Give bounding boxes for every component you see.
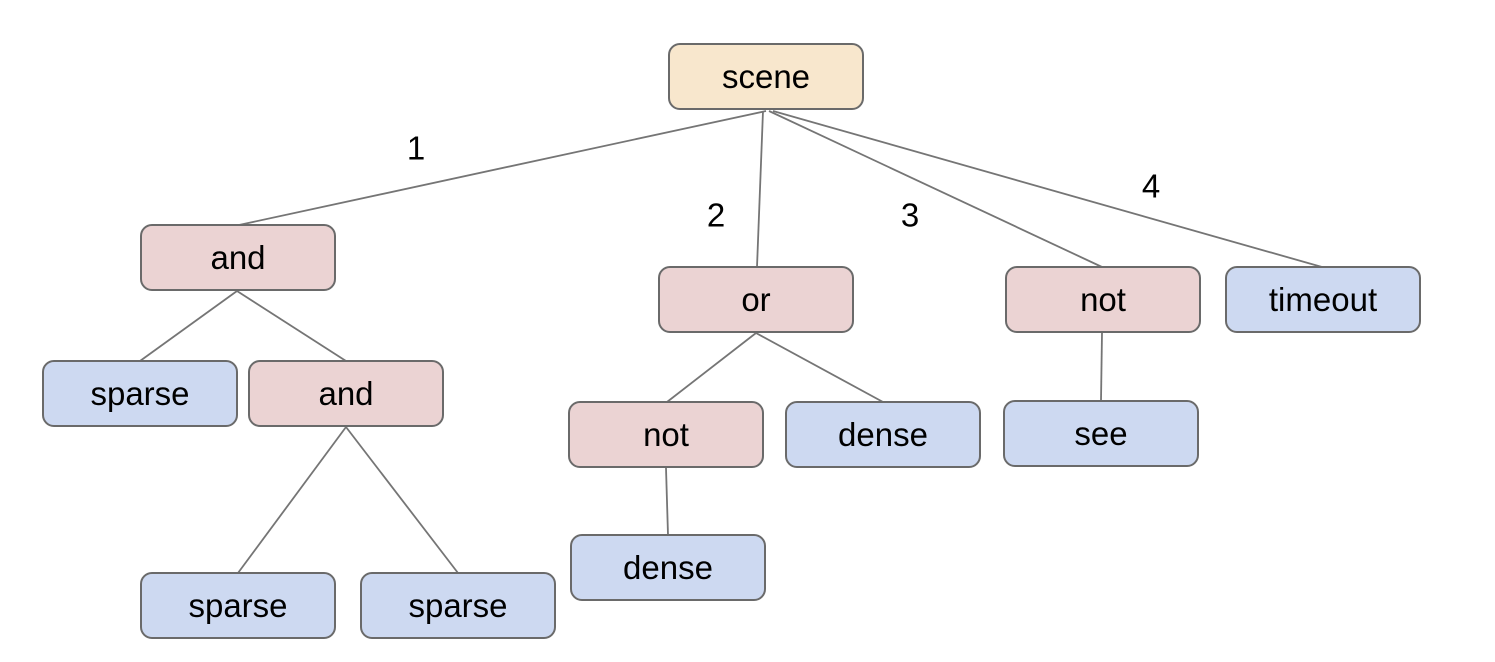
edge-or-not xyxy=(666,332,757,403)
edge-not-see xyxy=(1100,332,1103,402)
node-timeout: timeout xyxy=(1225,266,1421,333)
edge-or-dense xyxy=(755,332,884,403)
node-and-2: and xyxy=(248,360,444,427)
edge-not2-dense xyxy=(665,467,669,536)
node-not: not xyxy=(1005,266,1201,333)
node-see: see xyxy=(1003,400,1199,467)
node-sparse-1: sparse xyxy=(42,360,238,427)
edge-label-3: 3 xyxy=(900,196,920,234)
edge-and2-sparse2 xyxy=(345,426,459,574)
node-sparse-2: sparse xyxy=(140,572,336,639)
node-dense-2: dense xyxy=(570,534,766,601)
edge-scene-timeout xyxy=(772,110,1323,268)
node-not-2: not xyxy=(568,401,764,468)
edge-label-4: 4 xyxy=(1141,167,1161,205)
node-dense-1: dense xyxy=(785,401,981,468)
edge-scene-and xyxy=(238,110,767,226)
node-or: or xyxy=(658,266,854,333)
edge-and-sparse xyxy=(139,290,238,362)
node-scene: scene xyxy=(668,43,864,110)
edge-and-and xyxy=(236,290,347,362)
edge-scene-or xyxy=(756,110,764,268)
node-and: and xyxy=(140,224,336,291)
edge-scene-not xyxy=(768,110,1103,268)
edge-label-2: 2 xyxy=(706,196,726,234)
edge-label-1: 1 xyxy=(406,129,426,167)
node-sparse-3: sparse xyxy=(360,572,556,639)
edge-and2-sparse xyxy=(237,426,347,574)
